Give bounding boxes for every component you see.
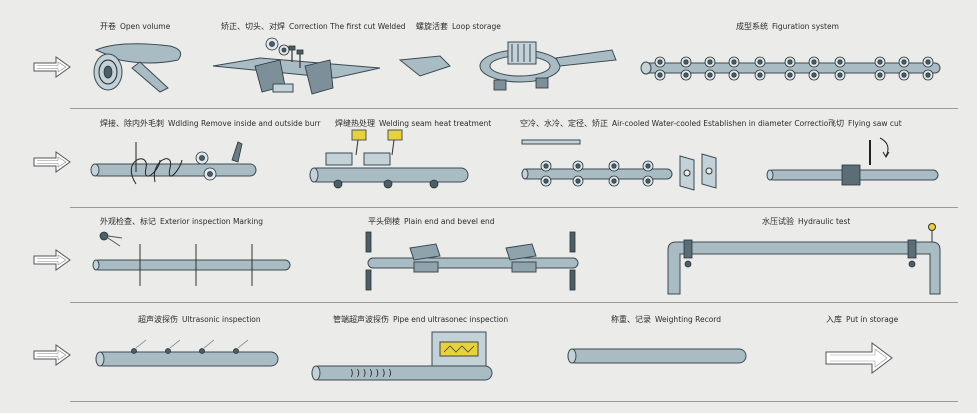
exterior-inspection-icon	[92, 231, 291, 286]
flying-saw-icon	[766, 137, 939, 186]
straightening-welding-icon	[212, 37, 381, 95]
row-arrow-icon-2	[33, 151, 71, 173]
welding-deburring-icon	[90, 141, 257, 185]
row-arrow-icon-1	[33, 56, 71, 78]
storage-arrow-icon	[825, 342, 893, 374]
forming-rollers-icon	[640, 56, 941, 81]
row-arrow-icon-3	[33, 249, 71, 271]
row-separator-2	[70, 207, 958, 208]
hydraulic-test-icon	[667, 223, 941, 295]
coil-uncoiler-icon	[93, 43, 182, 93]
row-separator-3	[70, 302, 958, 303]
plain-bevel-end-icon	[365, 231, 579, 291]
row-separator-1	[70, 108, 958, 109]
ultrasonic-wave-marks: ) ) ) ) ) ) )	[350, 369, 392, 379]
heat-treatment-icon	[309, 129, 469, 189]
pipe-end-ultrasonic-icon: ) ) ) ) ) ) )	[311, 331, 493, 381]
weighting-icon	[567, 348, 747, 364]
spiral-loop-icon	[398, 41, 617, 91]
ultrasonic-inspection-icon	[95, 339, 279, 367]
row-separator-4	[70, 401, 958, 402]
cooling-sizing-icon	[521, 139, 717, 191]
row-arrow-icon-4	[33, 344, 71, 366]
